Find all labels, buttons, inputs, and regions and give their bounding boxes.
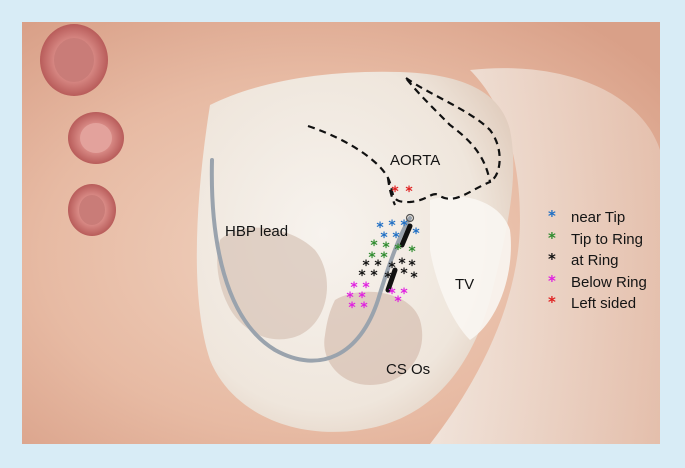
aorta-outline [307,77,492,204]
lead-position-marker: * [370,238,378,254]
lead-position-marker: * [360,300,368,316]
lead-ring-electrode [385,267,398,293]
cs-os-shadow [324,291,423,385]
tv-region [430,196,511,340]
lead-position-marker: * [408,258,416,274]
cavity-shadow [217,227,327,340]
hbp-lead-label: HBP lead [225,223,289,240]
lead-position-marker: * [348,300,356,316]
lead-position-marker: * [400,286,408,302]
lead-position-marker: * [374,258,382,274]
lead-position-marker: * [358,268,366,284]
ventricular-wall [430,68,660,445]
aorta-label: AORTA [390,152,441,169]
lead-position-marker: * [380,230,388,246]
lead-position-marker: * [358,290,366,306]
aorta-outline-inner [405,77,501,181]
lead-position-marker: * [382,240,390,256]
legend-label: Left sided [571,295,637,312]
legend-marker-icon: * [548,228,556,247]
lead-position-marker: * [384,270,392,286]
lead-position-marker: * [380,250,388,266]
lead-position-marker: * [391,184,399,200]
legend-label: Below Ring [571,273,647,291]
lead-position-marker: * [362,258,370,274]
legend-marker-icon: * [548,207,556,225]
lead-position-marker: * [400,266,408,282]
legend-label: near Tip [571,209,626,226]
lead-position-marker: * [394,294,402,310]
lead-position-marker: * [388,286,396,302]
lead-position-marker: * [408,244,416,260]
lead-position-marker: * [368,250,376,266]
lead-position-marker: * [405,184,413,200]
hbp-lead-wire [209,158,412,363]
atrial-cavity [196,71,514,432]
lead-position-marker: * [412,226,420,242]
lead-position-marker: * [392,230,400,246]
legend-label: Tip to Ring [571,230,643,248]
lead-tip-electrode [399,223,413,248]
lead-position-marker: * [388,218,396,234]
cs-os-label: CS Os [386,361,431,378]
lead-position-marker: * [400,218,408,234]
aorta-outline-lower [386,177,396,206]
tv-label: TV [455,276,475,293]
markers-layer: ********************************* [346,184,420,316]
lead-position-marker: * [346,290,354,306]
legend-marker-icon: * [548,271,556,290]
lead-position-marker: * [362,280,370,296]
lead-position-marker: * [376,220,384,236]
lead-position-marker: * [370,268,378,284]
lead-position-marker: * [410,270,418,286]
lead-tip-helix [405,213,415,223]
lead-position-marker: * [398,256,406,272]
legend-marker-icon: * [548,250,556,268]
legend-marker-icon: * [548,293,556,311]
great-vessels [40,24,124,236]
legend-label: at Ring [571,252,619,269]
lead-position-marker: * [350,280,358,296]
lead-position-marker: * [388,260,396,276]
lead-position-marker: * [394,242,402,258]
